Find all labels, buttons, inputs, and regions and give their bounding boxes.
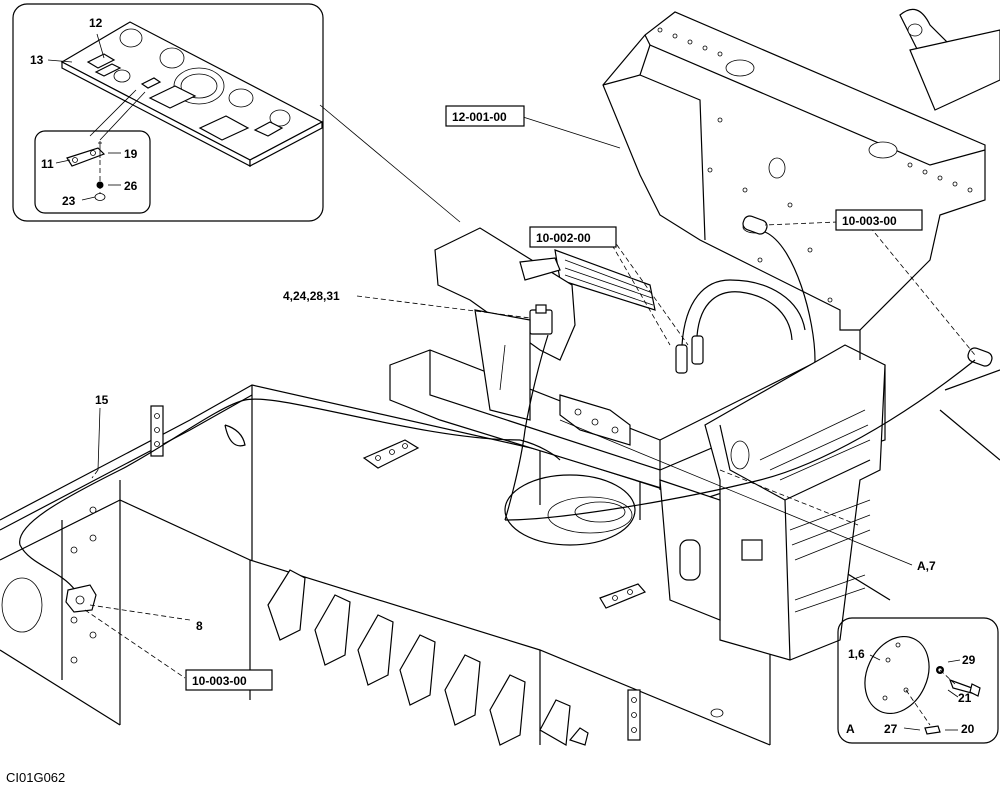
label-15: 15	[95, 393, 109, 407]
label-8: 8	[196, 619, 203, 633]
frame-teeth	[267, 569, 589, 746]
label-23: 23	[62, 194, 76, 208]
drawing-code: CI01G062	[6, 770, 65, 785]
label-13: 13	[30, 53, 44, 67]
ref-10-003-00-bottom: 10-003-00	[192, 674, 247, 688]
label-11: 11	[41, 157, 54, 171]
lower-frame	[0, 384, 891, 746]
label-1-6: 1,6	[848, 647, 865, 661]
ref-12-001-00: 12-001-00	[452, 110, 507, 124]
label-27: 27	[884, 722, 898, 736]
connector-8	[65, 584, 97, 613]
plate-holes	[657, 27, 973, 303]
swing-bearing	[504, 450, 641, 546]
reference-boxes: 12-001-00 10-002-00 10-003-00 10-003-00	[185, 105, 923, 691]
label-12: 12	[89, 16, 103, 30]
label-a7: A,7	[917, 559, 936, 573]
wire-harness	[19, 334, 976, 613]
label-29: 29	[962, 653, 976, 667]
label-20: 20	[961, 722, 975, 736]
part-labels: 12 13 11 19 26 23 15 8 A,7 4,24,28,31 1,…	[30, 16, 976, 736]
ref-10-003-00-top: 10-003-00	[842, 214, 897, 228]
label-26: 26	[124, 179, 138, 193]
label-4-24-28-31: 4,24,28,31	[283, 289, 340, 303]
label-a: A	[846, 722, 855, 736]
upper-structure	[389, 8, 1000, 661]
instrument-panel-inset	[12, 3, 461, 223]
detail-a-inset	[837, 617, 999, 744]
label-21: 21	[958, 691, 972, 705]
ref-10-002-00: 10-002-00	[536, 231, 591, 245]
callout-leaders	[84, 116, 976, 679]
label-19: 19	[124, 147, 138, 161]
